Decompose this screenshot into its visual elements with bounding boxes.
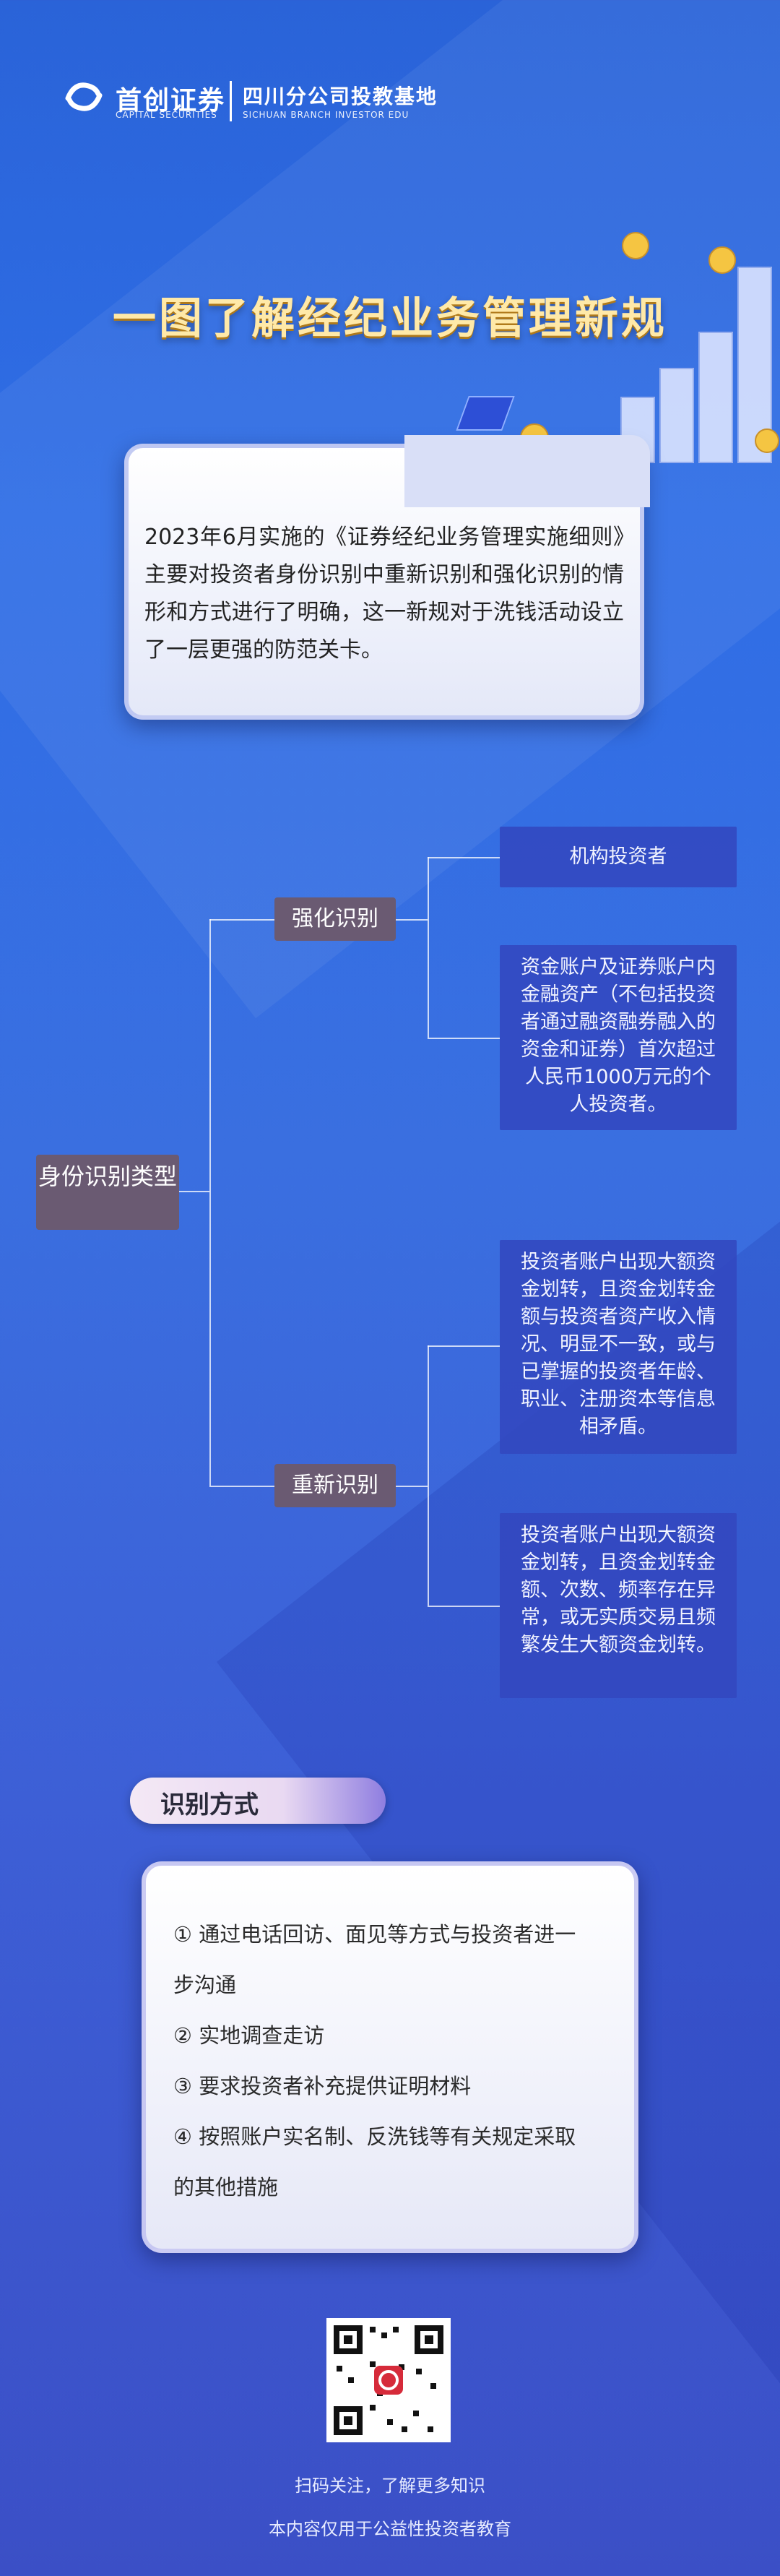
tree-line-branch2 <box>396 1486 428 1487</box>
method-item: 的其他措施 <box>173 2175 279 2200</box>
footer-notice: 本内容仅用于公益性投资者教育 <box>269 2519 511 2539</box>
tree-line-branch1-vert <box>428 857 429 1038</box>
method-item: ① 通过电话回访、面见等方式与投资者进一 <box>173 1922 576 1947</box>
tree-line-branch1-b <box>428 1038 500 1039</box>
brand-divider <box>230 81 232 121</box>
tree-line-branch2-a <box>428 1345 500 1347</box>
leaf-inconsistent-transfer: 投资者账户出现大额资金划转，且资金划转金额与投资者资产收入情况、明显不一致，或与… <box>500 1240 737 1454</box>
method-item: 步沟通 <box>173 1973 237 1997</box>
tree-line-branch1-a <box>428 857 500 858</box>
leaf-abnormal-transfer: 投资者账户出现大额资金划转，且资金划转金额、次数、频率存在异常，或无实质交易且频… <box>500 1513 737 1698</box>
leaf-institutional: 机构投资者 <box>500 827 737 887</box>
tree-line-trunk <box>209 919 211 1486</box>
brand-name: 首创证券 <box>116 86 226 116</box>
tree-line-branch1 <box>396 919 428 921</box>
qr-code[interactable] <box>326 2318 451 2442</box>
method-title-pill <box>130 1778 386 1824</box>
bar-chart-illustration <box>607 217 780 477</box>
branch-name: 四川分公司投教基地 <box>243 85 438 108</box>
tree-line-bottom <box>209 1486 274 1487</box>
leaf-individual-10m: 资金账户及证券账户内金融资产（不包括投资者通过融资融券融入的资金和证券）首次超过… <box>500 945 737 1130</box>
intro-card-tab <box>404 435 650 507</box>
page-title: 一图了解经纪业务管理新规 <box>113 293 667 344</box>
tree-node-strengthen: 强化识别 <box>274 897 396 941</box>
tree-line-root <box>179 1191 209 1192</box>
tree-root-node: 身份识别类型 <box>36 1155 179 1230</box>
logo-icon <box>64 77 104 117</box>
method-item: ④ 按照账户实名制、反洗钱等有关规定采取 <box>173 2124 576 2149</box>
tree-line-top <box>209 919 274 921</box>
footer-scan-text: 扫码关注，了解更多知识 <box>295 2476 485 2496</box>
tree-line-branch2-b <box>428 1606 500 1607</box>
intro-text: 2023年6月实施的《证券经纪业务管理实施细则》主要对投资者身份识别中重新识别和… <box>144 525 624 663</box>
method-item: ② 实地调查走访 <box>173 2023 325 2048</box>
method-item: ③ 要求投资者补充提供证明材料 <box>173 2074 472 2098</box>
branch-name-en: SICHUAN BRANCH INVESTOR EDU <box>243 110 410 120</box>
method-card <box>142 1861 638 2253</box>
tree-line-branch2-vert <box>428 1345 429 1606</box>
tree-node-re-identify: 重新识别 <box>274 1464 396 1507</box>
method-title: 识别方式 <box>160 1791 259 1819</box>
brand-name-en: CAPITAL SECURITIES <box>116 110 217 120</box>
